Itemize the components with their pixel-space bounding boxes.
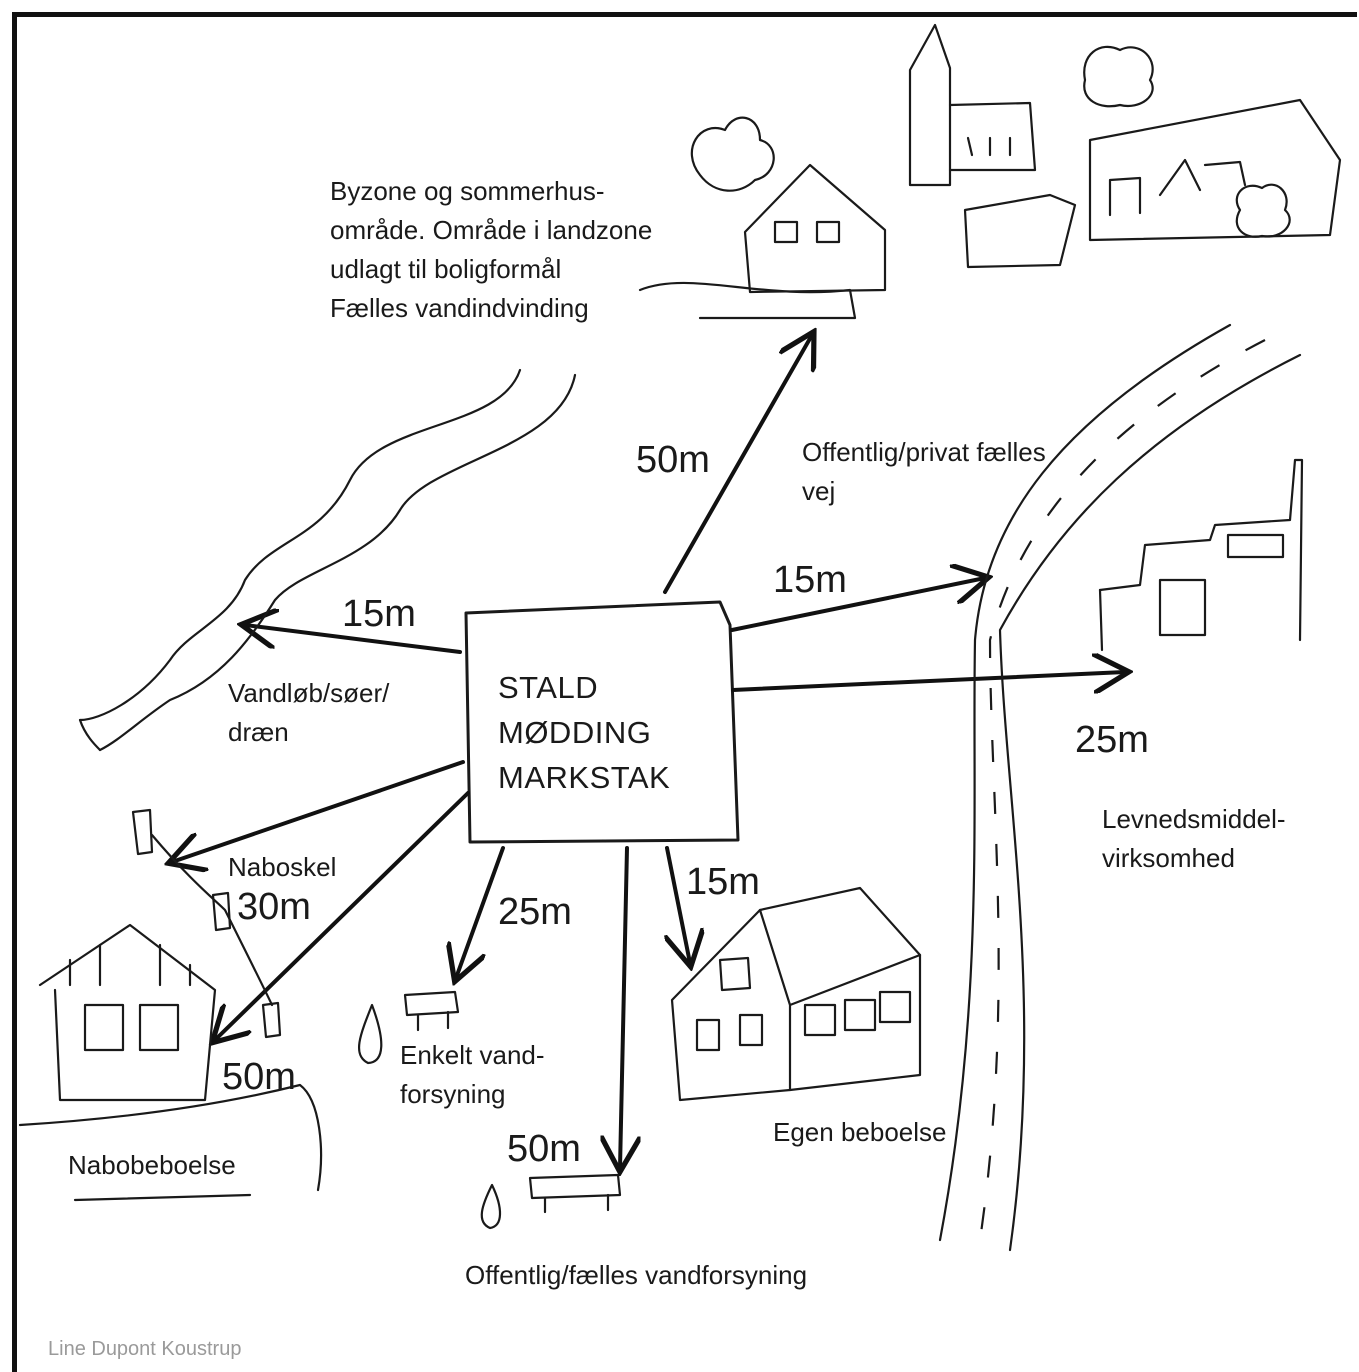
distance-enkelt-vand: 25m — [498, 891, 572, 933]
own-residence-sketch — [670, 886, 922, 1102]
arrow-to-vej — [730, 578, 985, 632]
center-box-outline — [464, 600, 740, 844]
food-business-sketch — [1098, 458, 1304, 652]
distance-levnedsmiddel: 25m — [1075, 719, 1149, 761]
road-sketch — [938, 323, 1302, 1252]
private-well-sketch — [358, 990, 460, 1065]
label-egen-beboelse: Egen beboelse — [773, 1117, 947, 1147]
arrow-to-egen-beboelse — [667, 846, 690, 963]
distance-vej: 15m — [773, 559, 847, 601]
arrow-to-enkelt-vand — [456, 846, 505, 978]
label-vej: Offentlig/privat fælles vej — [802, 437, 1046, 506]
arrow-to-offentlig-vand — [620, 846, 627, 1168]
center-label-stald: STALD — [498, 670, 599, 705]
arrow-to-nabobeboelse — [215, 791, 470, 1040]
arrow-to-levnedsmiddel — [731, 672, 1125, 690]
center-label-markstak: MARKSTAK — [498, 760, 671, 795]
distance-byzone: 50m — [636, 439, 710, 481]
diagram-frame — [12, 12, 1357, 1372]
distance-nabobeboelse: 50m — [222, 1056, 296, 1098]
distance-vandlob: 15m — [342, 593, 416, 635]
label-offentlig-vand: Offentlig/fælles vandforsyning — [465, 1260, 808, 1290]
author-credit: Line Dupont Koustrup — [48, 1338, 242, 1360]
label-byzone: Byzone og sommerhus- område. Område i la… — [330, 176, 653, 323]
distance-naboskel: 30m — [237, 886, 311, 928]
arrow-to-naboskel — [172, 760, 465, 862]
label-levnedsmiddel: Levnedsmiddel- virksomhed — [1102, 804, 1286, 873]
arrow-to-vandlob — [245, 625, 462, 654]
arrow-to-byzone — [663, 335, 812, 594]
boundary-fence-sketch — [131, 808, 282, 1039]
center-label-modding: MØDDING — [498, 715, 652, 750]
label-enkelt-vand: Enkelt vand- forsyning — [400, 1040, 545, 1109]
label-nabobeboelse: Nabobeboelse — [68, 1150, 236, 1180]
distance-egen-beboelse: 15m — [686, 861, 760, 903]
distance-offentlig-vand: 50m — [507, 1128, 581, 1170]
town-sketch — [638, 23, 1342, 320]
label-naboskel: Naboskel — [228, 852, 337, 882]
label-vandlob: Vandløb/søer/ dræn — [228, 678, 390, 747]
river-sketch — [78, 368, 577, 752]
public-well-sketch — [480, 1173, 622, 1230]
neighbour-house-sketch — [18, 923, 323, 1202]
